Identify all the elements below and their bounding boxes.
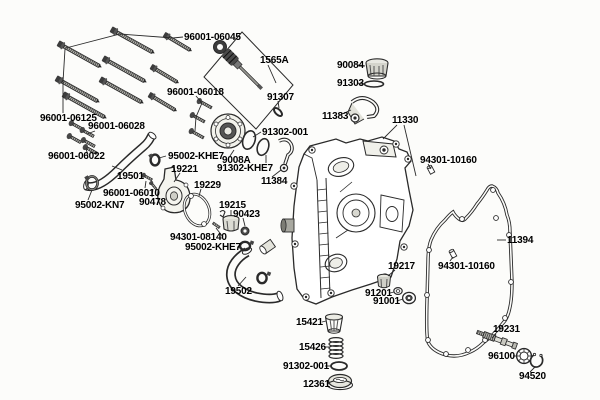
label-9008a: 9008A — [222, 155, 250, 166]
label-94301-10160-b: 94301-10160 — [438, 261, 495, 272]
hose-bracket-11383 — [347, 96, 380, 125]
label-96001-06028: 96001-06028 — [88, 121, 145, 132]
hose-clamp-kn7 — [84, 175, 99, 191]
dipstick-assembly — [203, 31, 294, 130]
label-11384: 11384 — [261, 176, 288, 187]
water-hose-19502 — [225, 240, 284, 304]
label-90423: 90423 — [233, 209, 260, 220]
label-94520: 94520 — [519, 371, 546, 382]
pump-fasteners — [141, 172, 158, 191]
label-91001: 91001 — [373, 296, 400, 307]
cover-gasket-11394 — [424, 184, 514, 358]
label-19229: 19229 — [194, 180, 221, 191]
oil-filler-cap — [363, 58, 389, 88]
label-94301-08140: 94301-08140 — [170, 232, 227, 243]
label-91307: 91307 — [267, 92, 294, 103]
pump-gasket-19229 — [182, 192, 212, 228]
label-96001-06045: 96001-06045 — [184, 32, 241, 43]
label-11330: 11330 — [392, 115, 419, 126]
label-19501: 19501 — [117, 171, 144, 182]
label-95002-kn7: 95002-KN7 — [75, 200, 125, 211]
cover-bolts-short — [147, 32, 192, 112]
label-95002-khe7-b: 95002-KHE7 — [185, 242, 241, 253]
label-96001-06018: 96001-06018 — [167, 87, 224, 98]
label-19215: 19215 — [219, 200, 246, 211]
bypass-valve-parts — [211, 209, 250, 236]
label-91302-001-b: 91302-001 — [283, 361, 330, 372]
kick-shaft-parts — [475, 329, 544, 368]
cover-bolts-long — [54, 26, 155, 119]
label-91302-khe7: 91302-KHE7 — [217, 163, 273, 174]
label-11383: 11383 — [322, 111, 349, 122]
label-91302-001-a: 91302-001 — [262, 127, 309, 138]
crankcase-cover — [259, 136, 414, 305]
label-19231: 19231 — [493, 324, 520, 335]
label-96100: 96100 — [488, 351, 515, 362]
label-91201: 91201 — [365, 288, 392, 299]
label-11394: 11394 — [507, 235, 534, 246]
label-19221: 19221 — [171, 164, 198, 175]
label-19502: 19502 — [225, 286, 252, 297]
label-90478: 90478 — [139, 197, 166, 208]
small-screws-center — [188, 97, 213, 140]
label-15421: 15421 — [296, 317, 323, 328]
label-95002-khe7-a: 95002-KHE7 — [168, 151, 224, 162]
label-96001-06022: 96001-06022 — [48, 151, 105, 162]
bracket-11384 — [278, 137, 294, 173]
label-12361: 12361 — [303, 379, 330, 390]
hose-clamp-khe7-a — [148, 153, 161, 167]
leader-lines — [62, 33, 536, 385]
label-94301-10160-a: 94301-10160 — [420, 155, 477, 166]
label-15426: 15426 — [299, 342, 326, 353]
label-90084: 90084 — [337, 60, 364, 71]
label-96001-06125: 96001-06125 — [40, 113, 97, 124]
water-pump-flange — [210, 113, 270, 157]
label-19217: 19217 — [388, 261, 415, 272]
part-labels: 96001-06045 1565A 91307 96001-06018 9600… — [40, 32, 547, 390]
plug-and-bearing — [377, 273, 417, 305]
water-pump-body — [157, 166, 191, 214]
label-1565a: 1565A — [260, 55, 288, 66]
label-91303: 91303 — [337, 78, 364, 89]
label-96001-06010: 96001-06010 — [103, 188, 160, 199]
